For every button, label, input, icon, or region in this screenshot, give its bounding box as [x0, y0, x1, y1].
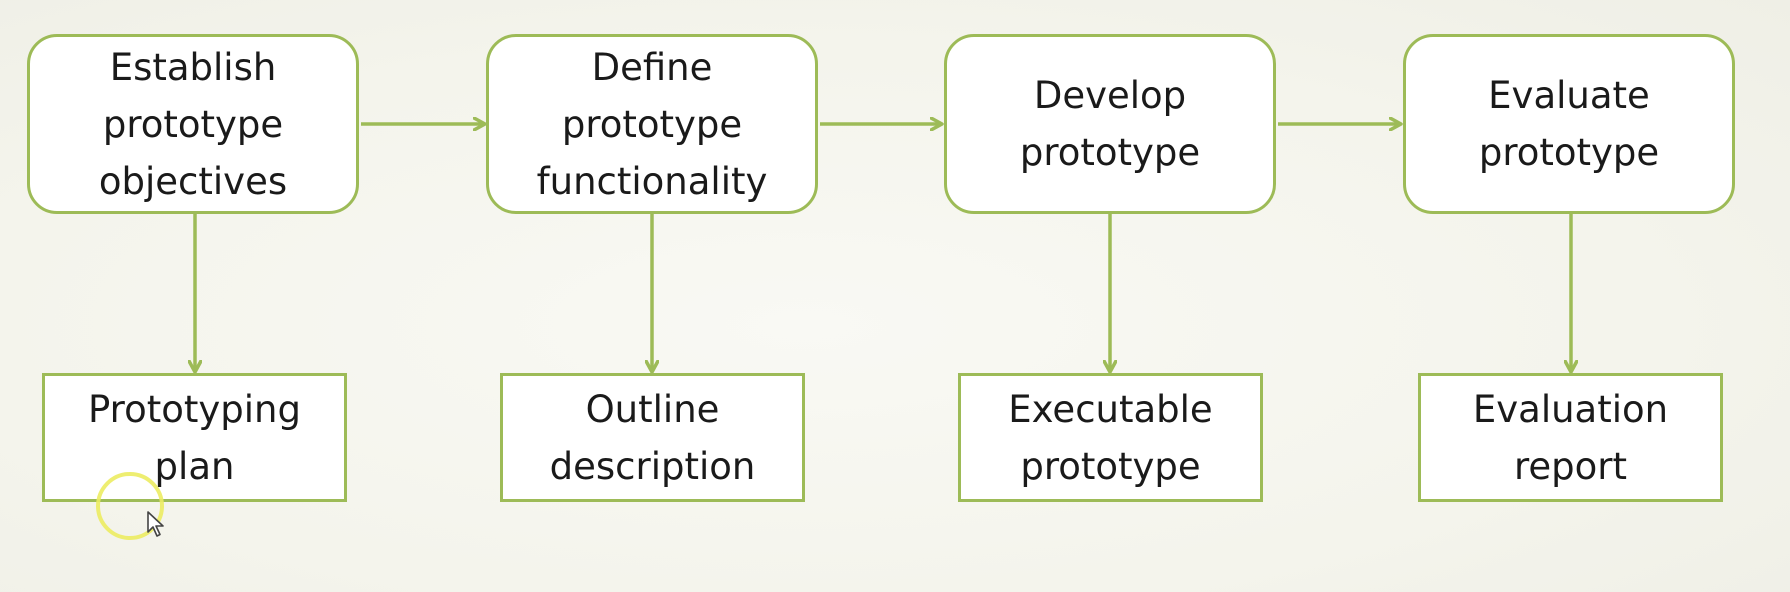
mouse-pointer-icon — [147, 511, 164, 537]
activity-evaluate-label: Evaluate prototype — [1478, 74, 1660, 174]
activity-define-label: Define prototype functionality — [536, 45, 768, 203]
cursor-highlight-ring — [96, 472, 164, 540]
deliverable-plan-label: Prototyping plan — [88, 387, 301, 488]
deliverable-prototyping-plan: Prototyping plan — [42, 373, 347, 502]
activity-establish-objectives: Establish prototype objectives — [27, 34, 359, 214]
deliverable-outline-label: Outline description — [549, 387, 756, 488]
activity-establish-label: Establish prototype objectives — [98, 45, 288, 203]
activity-evaluate-prototype: Evaluate prototype — [1403, 34, 1735, 214]
deliverable-executable-prototype: Executable prototype — [958, 373, 1263, 502]
deliverable-report-label: Evaluation report — [1472, 387, 1669, 488]
deliverable-evaluation-report: Evaluation report — [1418, 373, 1723, 502]
activity-develop-prototype: Develop prototype — [944, 34, 1276, 214]
activity-define-functionality: Define prototype functionality — [486, 34, 818, 214]
deliverable-outline-description: Outline description — [500, 373, 805, 502]
activity-develop-label: Develop prototype — [1019, 74, 1201, 174]
deliverable-executable-label: Executable prototype — [1008, 387, 1213, 488]
